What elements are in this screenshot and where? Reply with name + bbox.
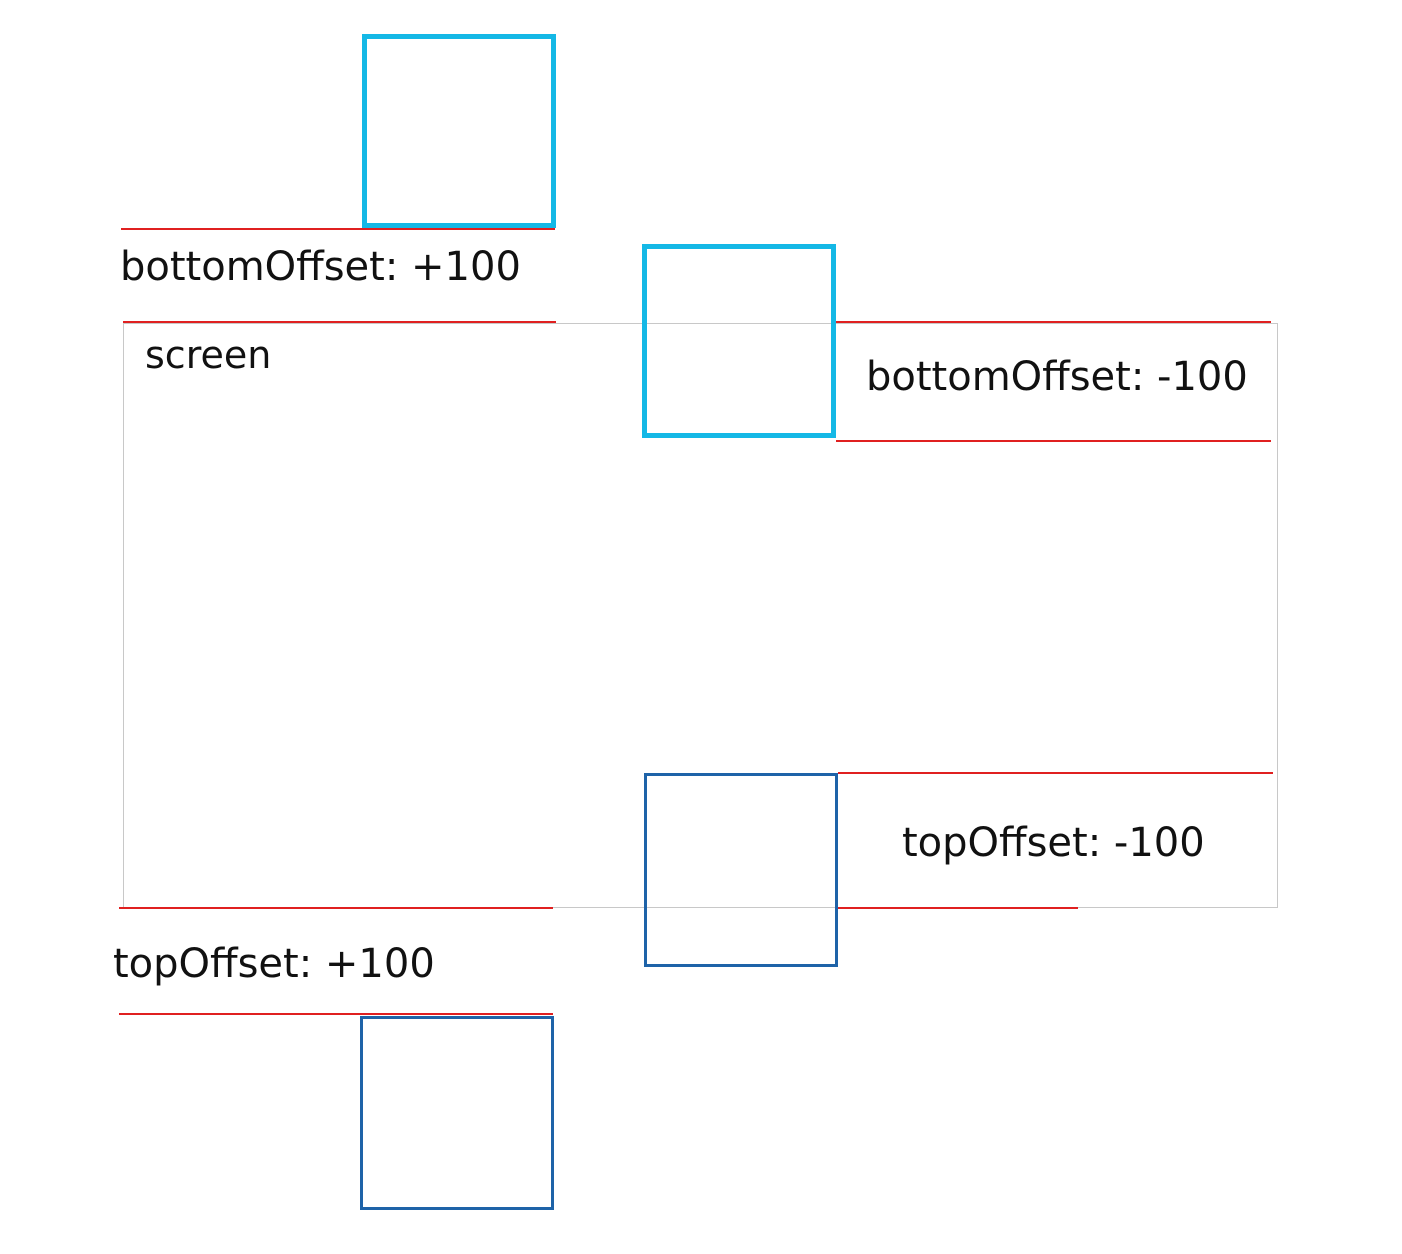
- bottom-offset-positive-label: bottomOffset: +100: [120, 244, 521, 290]
- top-offset-negative-label: topOffset: -100: [902, 820, 1205, 866]
- top-offset-negative-guide-top: [838, 772, 1273, 774]
- screen-label: screen: [145, 333, 272, 377]
- bottom-offset-positive-guide-bottom: [123, 321, 556, 323]
- screen-area: [123, 323, 1278, 908]
- bottom-offset-positive-box: [362, 34, 556, 228]
- top-offset-negative-box: [644, 773, 838, 967]
- top-offset-positive-label: topOffset: +100: [113, 941, 435, 987]
- bottom-offset-negative-guide-top: [836, 321, 1271, 323]
- bottom-offset-negative-guide-bottom: [836, 440, 1271, 442]
- top-offset-positive-guide-top: [119, 907, 553, 909]
- bottom-offset-negative-label: bottomOffset: -100: [866, 354, 1248, 400]
- bottom-offset-negative-box: [642, 244, 836, 438]
- top-offset-positive-guide-bottom: [119, 1013, 553, 1015]
- bottom-offset-positive-guide-top: [121, 228, 555, 230]
- top-offset-positive-box: [360, 1016, 554, 1210]
- top-offset-negative-guide-bottom: [838, 907, 1078, 909]
